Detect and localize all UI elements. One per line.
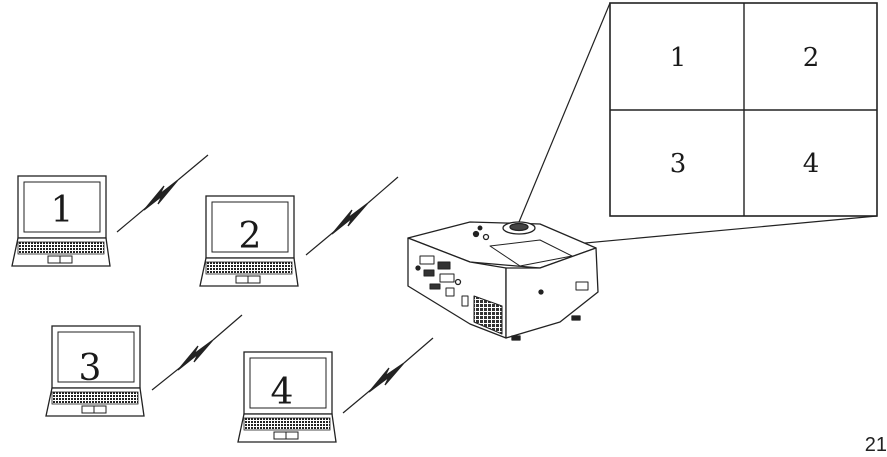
projection-beam bbox=[518, 2, 878, 247]
projector-icon bbox=[407, 221, 599, 341]
laptop-1-label: 1 bbox=[51, 190, 74, 231]
screen-quadrant-4: 4 bbox=[803, 149, 820, 179]
wireless-signals bbox=[116, 154, 434, 414]
laptop-2: 2 bbox=[199, 195, 299, 287]
lightning-bolt-icon bbox=[116, 154, 209, 233]
laptop-icon bbox=[11, 175, 111, 267]
laptop-4: 4 bbox=[237, 351, 337, 443]
laptop-icon bbox=[45, 325, 145, 417]
screen-quadrant-3: 3 bbox=[670, 149, 687, 179]
laptop-icon bbox=[199, 195, 299, 287]
lightning-bolt-icon bbox=[342, 337, 434, 414]
laptop-icon bbox=[237, 351, 337, 443]
projected-screen: 1 2 3 4 bbox=[609, 2, 878, 217]
laptop-2-label: 2 bbox=[239, 216, 262, 257]
lightning-bolt-icon bbox=[151, 314, 243, 391]
screen-quadrant-1: 1 bbox=[670, 43, 687, 73]
laptop-3-label: 3 bbox=[79, 348, 102, 389]
laptop-4-label: 4 bbox=[271, 372, 294, 413]
laptop-3: 3 bbox=[45, 325, 145, 417]
page-number: 21 bbox=[864, 434, 887, 456]
lightning-bolt-icon bbox=[305, 176, 399, 256]
screen-quadrant-2: 2 bbox=[803, 43, 820, 73]
laptop-1: 1 bbox=[11, 175, 111, 267]
